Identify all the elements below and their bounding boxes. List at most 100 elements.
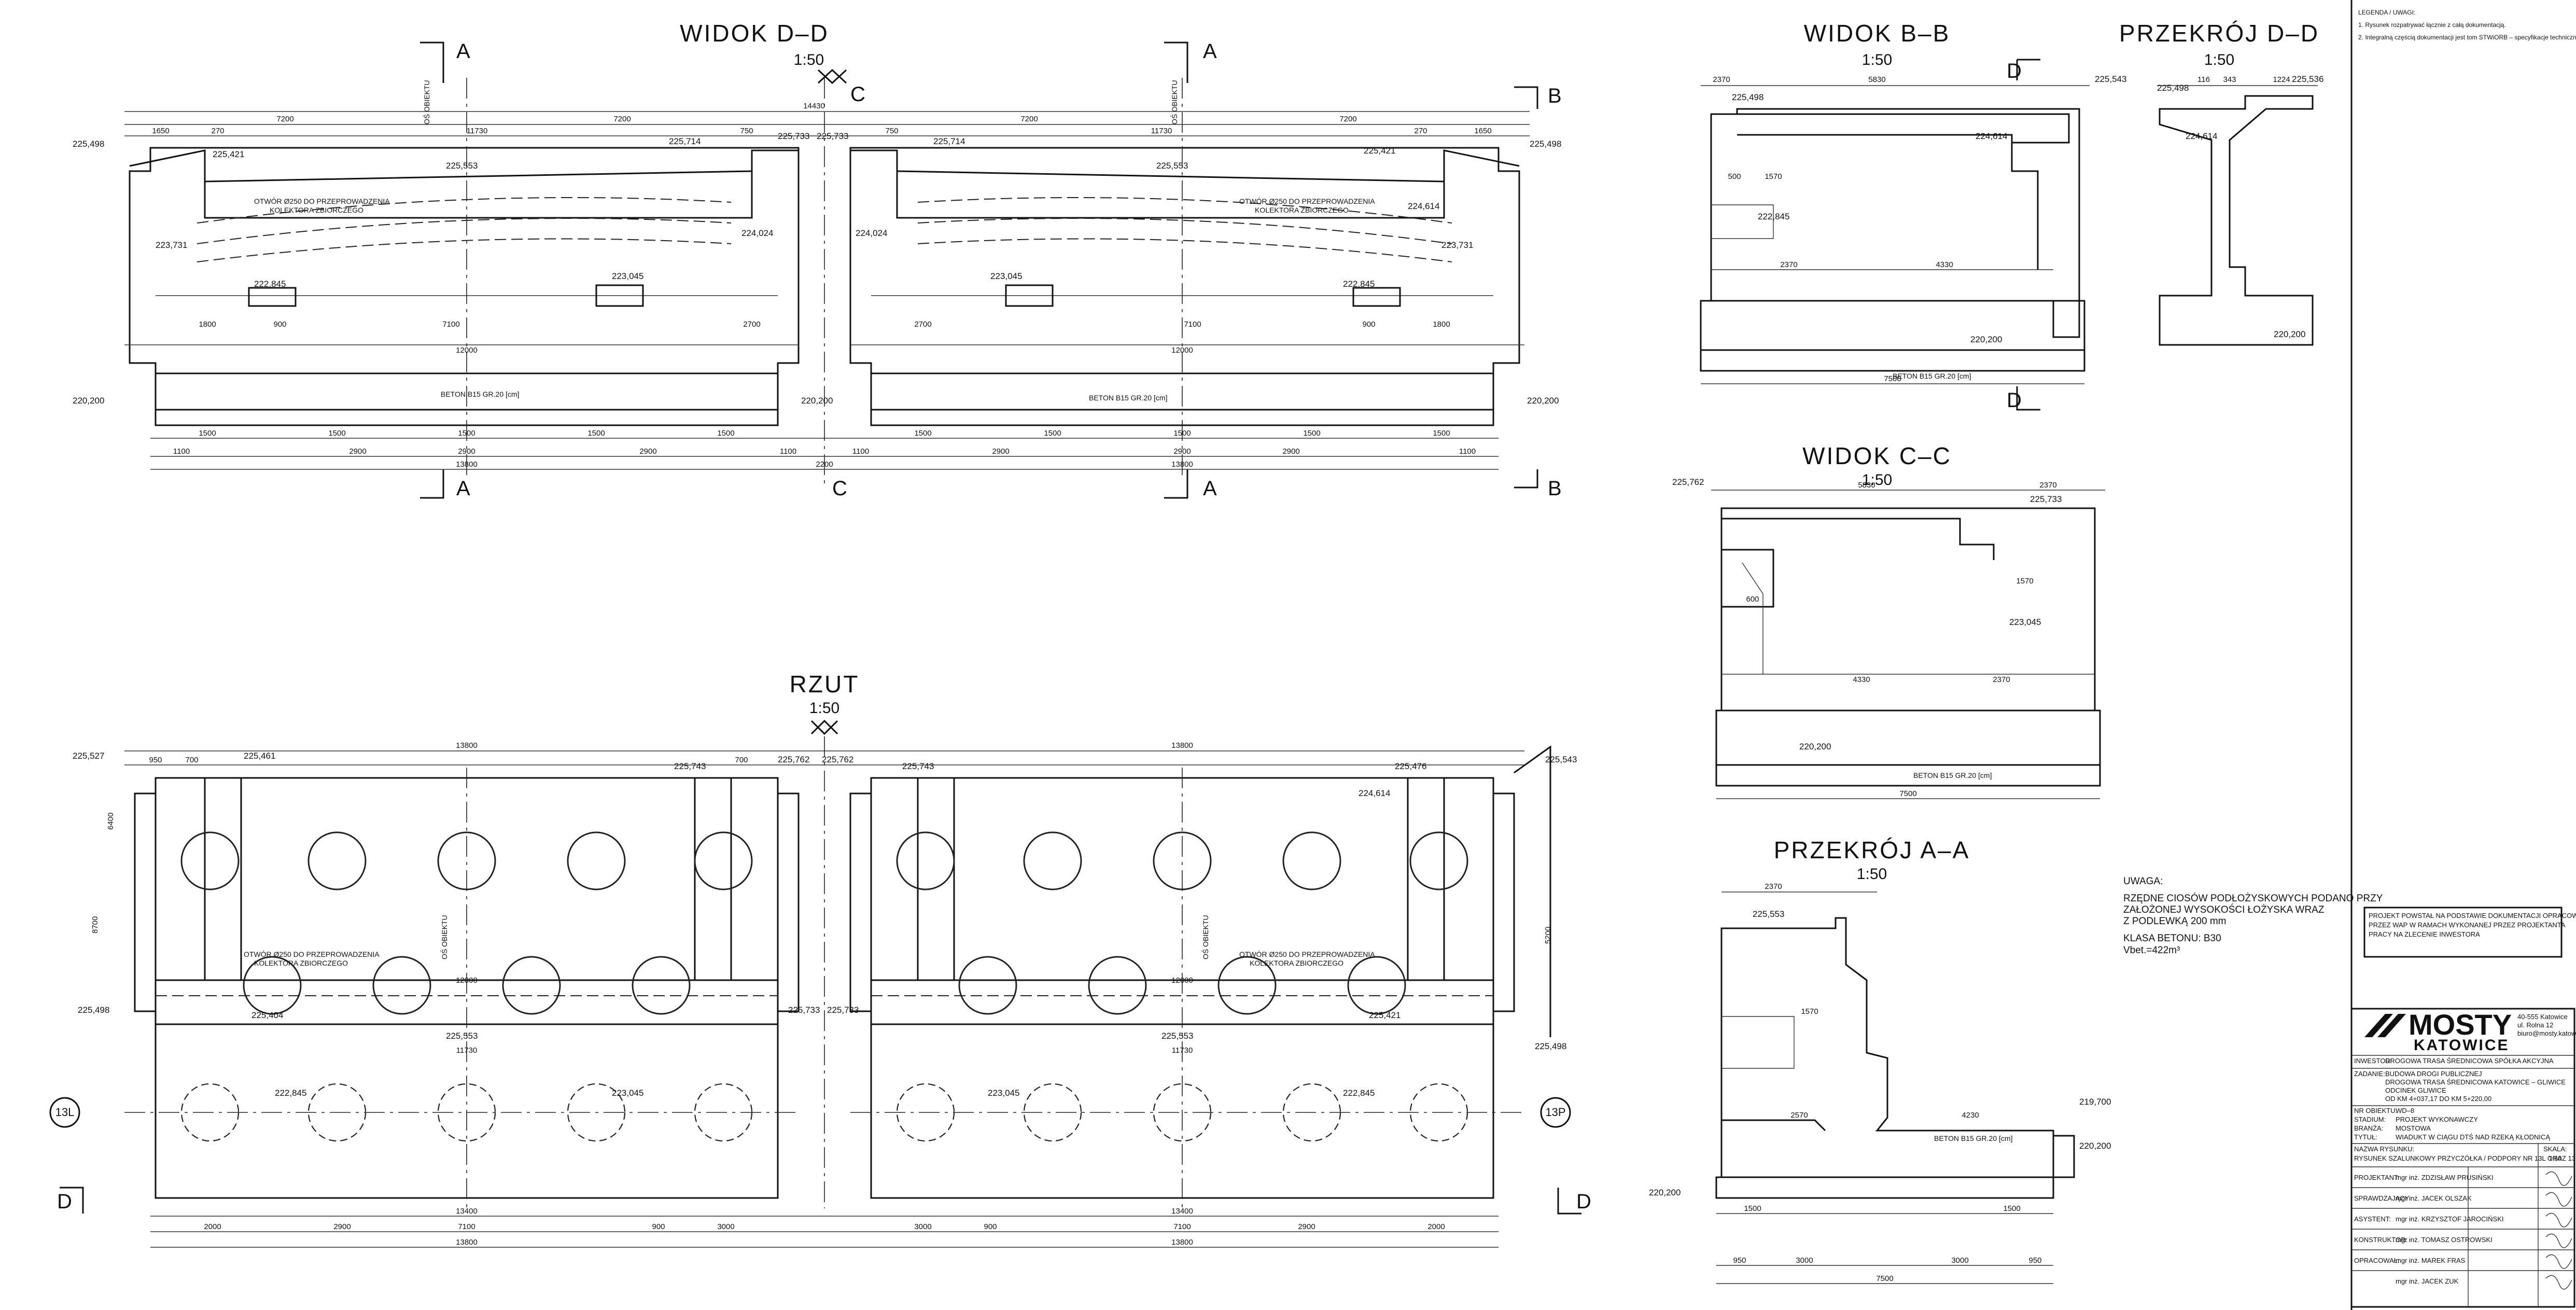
- rzut-dim-13800-bl: 13800: [456, 1238, 478, 1247]
- rzut-dim-12000-l: 12000: [456, 976, 478, 985]
- aa-corbel: [1721, 1016, 1795, 1069]
- dd-left-note-2: KOLEKTORA ZBIORCZEGO: [270, 206, 363, 214]
- rzut-pile-l13: [567, 1083, 626, 1142]
- cc-dim-7500: 7500: [1899, 789, 1916, 798]
- dd-dim-7100-r: 7100: [1184, 320, 1201, 329]
- dd-elev-225553-r: 225,553: [1156, 161, 1188, 171]
- dd-left-body: [129, 147, 800, 411]
- rzut-right-wing-r: [1492, 792, 1515, 1012]
- company-address-3: biuro@mosty.katowice.pl: [2517, 1029, 2576, 1037]
- view-cc-scale: 1:50: [1862, 471, 1892, 489]
- dd-axis-label-left: OŚ OBIEKTU: [422, 80, 431, 124]
- tb-stage: PROJEKT WYKONAWCZY: [2396, 1116, 2478, 1123]
- rzut-left-wall-2: [694, 778, 732, 981]
- rzut-elev-223045-r: 223,045: [988, 1088, 1019, 1098]
- cc-beton: BETON B15 GR.20 [cm]: [1913, 771, 1992, 779]
- aa-dim-2370: 2370: [1765, 882, 1782, 891]
- dim-dd-1650-r: 1650: [1474, 127, 1491, 135]
- rzut-pile-r11: [1023, 1083, 1082, 1142]
- view-pdd-title: PRZEKRÓJ D–D: [2119, 20, 2319, 47]
- tb-name: WIADUKT W CIĄGU DTŚ NAD RZEKĄ KŁODNICĄ: [2396, 1133, 2550, 1141]
- uwaga-note: UWAGA: RZĘDNE CIOSÓW PODŁOŻYSKOWYCH PODA…: [2123, 876, 2383, 956]
- signature-1: [2545, 1171, 2572, 1186]
- aa-elev-225553: 225,553: [1753, 909, 1784, 919]
- bb-elev-220200: 220,200: [1970, 335, 2002, 344]
- section-mark-b-bottom: [1514, 469, 1538, 489]
- dd-elev-225714-r: 225,714: [933, 136, 965, 146]
- section-label-b-top: B: [1548, 85, 1562, 107]
- rzut-pile-l11: [307, 1083, 367, 1142]
- rzut-pile-l7: [372, 956, 431, 1015]
- view-cc: WIDOK C–C 1:50 5830 2370 7500 4330 2370 …: [1672, 442, 2105, 799]
- dd-dim-2700-l: 2700: [743, 320, 760, 329]
- dd-right-pipe-top: [917, 197, 1452, 224]
- dd-b-1100-4: 1100: [1459, 447, 1476, 456]
- tb-object: WD–8: [2396, 1107, 2414, 1114]
- tb-scale-label: SKALA:: [2543, 1145, 2567, 1153]
- rzut-pile-l12: [437, 1083, 496, 1142]
- section-label-a-bottom-right: A: [1203, 477, 1217, 500]
- rzut-elev-225527: 225,527: [73, 751, 104, 761]
- tb-role-2-name: mgr inż. JACEK OLSZAK: [2396, 1194, 2472, 1202]
- rzut-axis-label-right: OŚ OBIEKTU: [1201, 915, 1210, 959]
- aa-dim-950-l: 950: [1733, 1256, 1746, 1265]
- dd-right-beton: BETON B15 GR.20 [cm]: [1089, 394, 1167, 402]
- dd-b-1100-3: 1100: [852, 447, 869, 456]
- bb-dim-4330: 4330: [1936, 260, 1953, 269]
- pdd-dim-343: 343: [2223, 75, 2236, 84]
- uwaga-title: UWAGA:: [2123, 876, 2163, 887]
- dd-b-1100-1: 1100: [173, 447, 190, 456]
- rzut-elev-225461: 225,461: [244, 751, 275, 761]
- section-mark-d-bb-top: [2016, 59, 2040, 80]
- rzut-dim-2900-r: 2900: [1298, 1222, 1315, 1231]
- dd-elev-225498-l: 225,498: [73, 139, 104, 149]
- dd-b-2900-6: 2900: [1282, 447, 1299, 456]
- rzut-elev-225743-r: 225,743: [902, 761, 934, 771]
- view-aa-scale: 1:50: [1857, 866, 1887, 883]
- section-mark-a-bottom-left: [420, 469, 444, 499]
- bb-beton: BETON B15 GR.20 [cm]: [1893, 372, 1971, 380]
- dd-elev-225733-r: 225,733: [817, 131, 848, 141]
- dd-right-top-slope: [850, 149, 1520, 183]
- view-bb-scale: 1:50: [1862, 51, 1892, 68]
- rzut-dim-3000-l: 3000: [717, 1222, 734, 1231]
- uwaga-line-2: ZAŁOŻONEJ WYSOKOŚCI ŁOŻYSKA WRAZ: [2123, 904, 2325, 915]
- tb-role-1-name: mgr inż. ZDZISŁAW PRUSIŃSKI: [2396, 1174, 2494, 1181]
- rzut-elev-225733-r: 225,733: [827, 1005, 859, 1015]
- cc-dim-5830: 5830: [1858, 481, 1875, 490]
- rzut-pile-l8: [502, 956, 561, 1015]
- dd-b-2900-3: 2900: [639, 447, 656, 456]
- section-label-a-bottom-left: A: [456, 477, 470, 500]
- dd-elev-224024-r: 224,024: [856, 228, 887, 238]
- rzut-dim-5200: 5200: [1544, 927, 1552, 944]
- dd-axis-label-right: OŚ OBIEKTU: [1170, 80, 1179, 124]
- dd-elev-224024-l: 224,024: [741, 228, 773, 238]
- rzut-right-wing-l: [849, 792, 872, 1012]
- dd-elev-223045-r: 223,045: [990, 271, 1022, 281]
- stamp-line-3: PRACY NA ZLECENIE INWESTORA: [2369, 930, 2480, 938]
- rzut-elev-223045-l: 223,045: [612, 1088, 643, 1098]
- view-bb-title: WIDOK B–B: [1804, 20, 1951, 47]
- tb-role-4-name: mgr inż. TOMASZ OSTROWSKI: [2396, 1236, 2493, 1244]
- stamp-line-1: PROJEKT POWSTAŁ NA PODSTAWIE DOKUMENTACJ…: [2369, 912, 2576, 919]
- rzut-left-note-2: KOLEKTORA ZBIORCZEGO: [254, 959, 348, 967]
- rzut-elev-225421: 225,421: [1369, 1010, 1401, 1020]
- company-logo: MOSTY: [2409, 1008, 2512, 1041]
- title-block: PROJEKT POWSTAŁ NA PODSTAWIE DOKUMENTACJ…: [2350, 907, 2576, 1308]
- aa-dim-2570: 2570: [1790, 1111, 1808, 1120]
- view-aa-title: PRZEKRÓJ A–A: [1774, 837, 1970, 863]
- dim-dd-7200-c: 7200: [1020, 115, 1038, 123]
- dd-left-pipe-mid: [197, 218, 732, 244]
- dd-left-pipe-top: [197, 197, 732, 224]
- rzut-dim-700-r: 700: [735, 756, 748, 764]
- tb-task-1: BUDOWA DROGI PUBLICZNEJ: [2385, 1070, 2482, 1078]
- rzut-dim-12000-r: 12000: [1171, 976, 1193, 985]
- aa-elev-220200-r: 220,200: [2079, 1141, 2111, 1151]
- rzut-pile-r7: [1088, 956, 1147, 1015]
- tb-task-label: ZADANIE:: [2354, 1070, 2385, 1078]
- legend-title: LEGENDA / UWAGI:: [2358, 9, 2415, 16]
- dd-dim-1800-r: 1800: [1433, 320, 1450, 329]
- dd-left-beton: BETON B15 GR.20 [cm]: [441, 390, 519, 398]
- rzut-north-mark: [810, 719, 838, 735]
